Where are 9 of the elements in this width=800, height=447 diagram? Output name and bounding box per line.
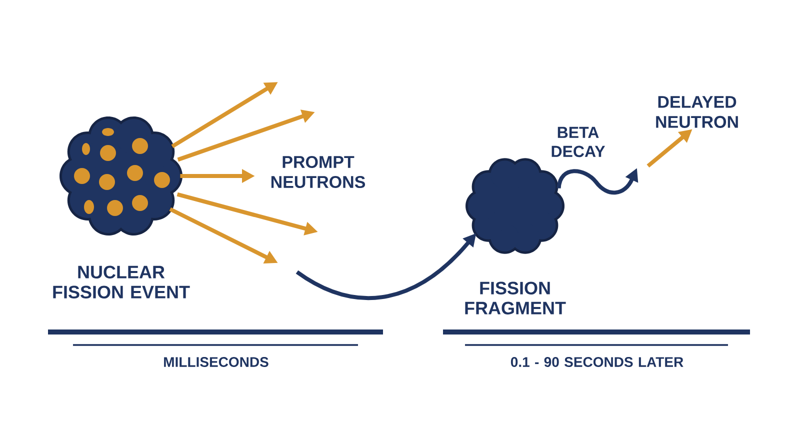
edge-label: BETA DECAY <box>552 126 606 158</box>
nucleus-drawing: FISSION FRAGMENT <box>465 158 566 314</box>
time-label: MILLISECONDS <box>164 357 268 367</box>
text-label: DELAYED NEUTRON <box>656 96 738 128</box>
time-label: 0.1 - 90 SECONDS LATER <box>510 357 684 367</box>
text-label: PROMPT NEUTRONS <box>271 156 366 188</box>
nucleus-drawing: NUCLEAR FISSION EVENT <box>53 116 190 298</box>
node-label: FISSION FRAGMENT <box>465 282 566 314</box>
node-label: NUCLEAR FISSION EVENT <box>53 266 190 298</box>
